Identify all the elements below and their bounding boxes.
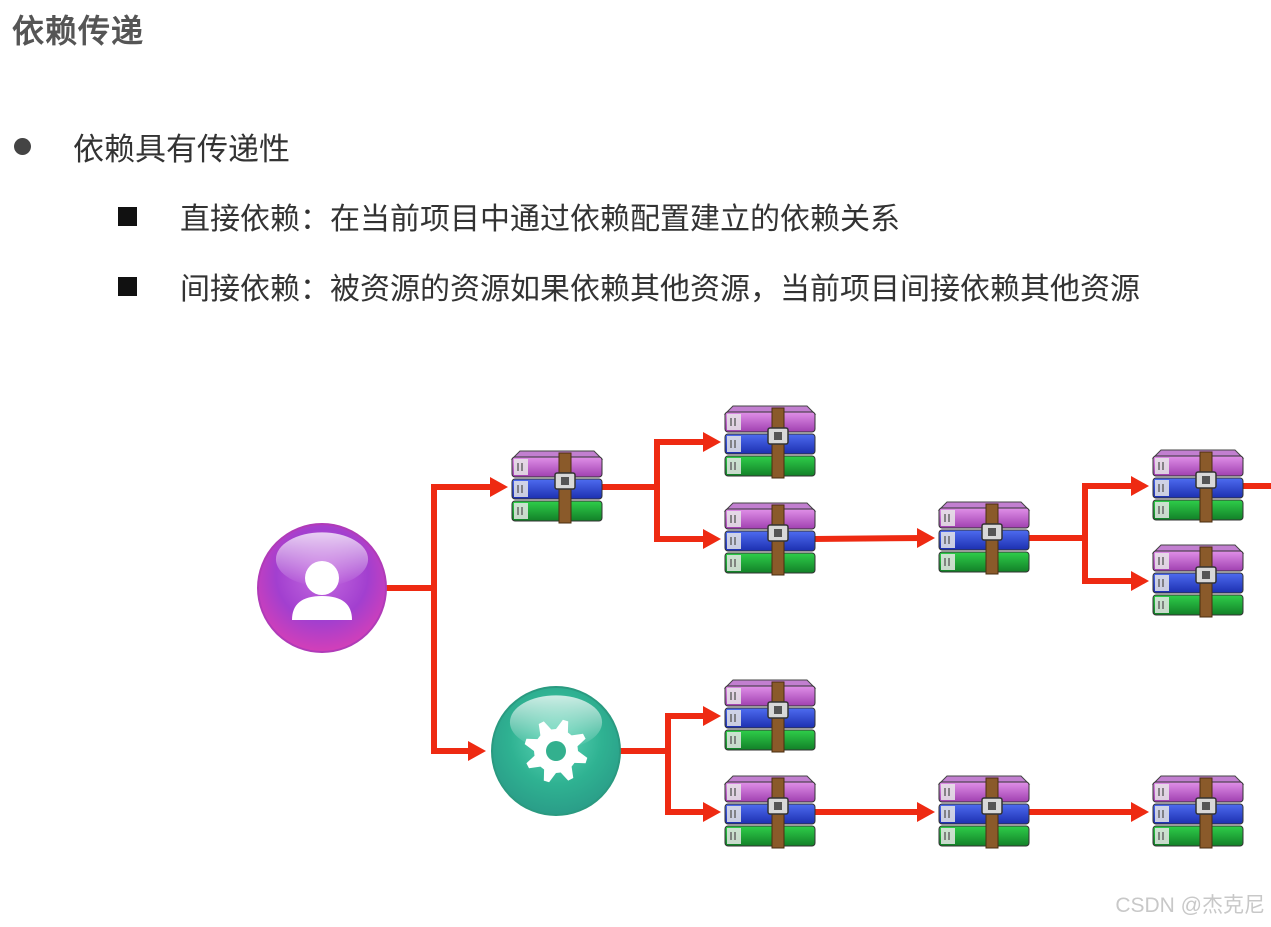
edges-layer <box>385 432 1271 822</box>
archive-icon <box>937 501 1031 575</box>
arrow-head-a4 <box>917 528 935 548</box>
arrow-head-b2 <box>703 802 721 822</box>
user-icon <box>292 561 352 620</box>
archive-icon <box>723 405 817 479</box>
bullet-indirect: 间接依赖：被资源的资源如果依赖其他资源，当前项目间接依赖其他资源 <box>118 264 1140 308</box>
archive-icon <box>723 679 817 753</box>
watermark: CSDN @杰克尼 <box>1115 894 1265 917</box>
arrow-head-b4 <box>1131 802 1149 822</box>
bullet-square-icon <box>118 276 137 296</box>
bullet-dot-icon <box>14 138 31 155</box>
bullet-direct-text: 直接依赖：在当前项目中通过依赖配置建立的依赖关系 <box>180 202 900 237</box>
archive-icon <box>937 775 1031 849</box>
edge-group-b2 <box>812 802 935 822</box>
arrow-head-a1 <box>490 477 508 497</box>
edge-group-b3 <box>1026 802 1149 822</box>
archive-icon <box>1151 449 1245 523</box>
page-title: 依赖传递 <box>12 12 145 50</box>
archive-icon <box>1151 544 1245 618</box>
archive-icon <box>1151 775 1245 849</box>
edge-group-user <box>385 477 508 761</box>
user-node <box>257 523 387 653</box>
arrow-head-b3 <box>917 802 935 822</box>
gear-node <box>491 686 621 816</box>
arrow-head-a6 <box>1131 571 1149 591</box>
arrow-head-a3 <box>703 529 721 549</box>
archive-icon <box>723 502 817 576</box>
gear-icon <box>524 719 588 783</box>
bullet-direct: 直接依赖：在当前项目中通过依赖配置建立的依赖关系 <box>118 194 900 238</box>
bullet-main: 依赖具有传递性 <box>14 124 290 169</box>
arrow-head-gear <box>468 741 486 761</box>
edge-group-a4 <box>1026 476 1149 591</box>
bullet-square-icon <box>118 206 137 226</box>
nodes-layer <box>257 405 1245 849</box>
arrow-head-b1 <box>703 706 721 726</box>
edge-a3-a4 <box>811 534 925 543</box>
arrow-head-a5 <box>1131 476 1149 496</box>
arrow-head-a2 <box>703 432 721 452</box>
edge-group-a3 <box>811 528 935 548</box>
archive-icon <box>510 450 604 524</box>
bullet-indirect-text: 间接依赖：被资源的资源如果依赖其他资源，当前项目间接依赖其他资源 <box>180 272 1140 307</box>
archive-icon <box>723 775 817 849</box>
edge-group-gear <box>619 706 721 822</box>
edge-group-a1 <box>599 432 721 549</box>
bullet-main-text: 依赖具有传递性 <box>73 132 290 168</box>
